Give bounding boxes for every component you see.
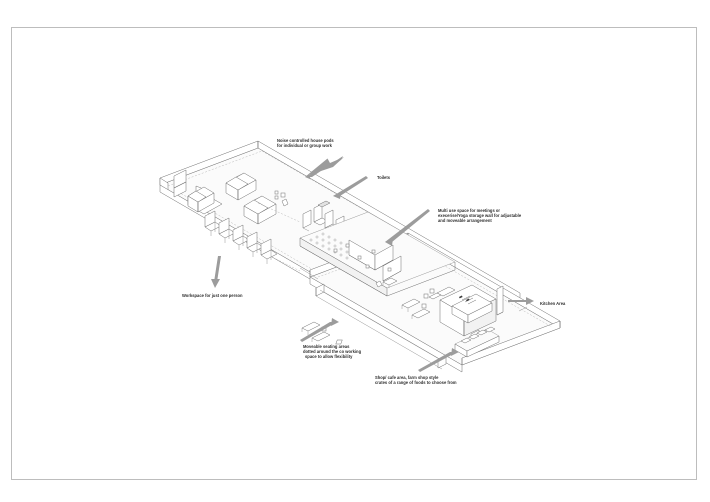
seating-cluster: [401, 298, 431, 319]
left-wall-cabinet: [173, 169, 187, 198]
leader-lines: [257, 202, 301, 272]
arrow-kitchen: [508, 300, 528, 302]
desk-booth: [232, 224, 250, 250]
arrow-moveable-seating: [300, 322, 337, 342]
shop-cafe-crates: [335, 326, 500, 358]
house-pod-1: [187, 185, 223, 215]
desk-booth-row: [204, 210, 278, 264]
arrow-multi-use: [385, 209, 430, 242]
label-toilets: Toilets: [377, 175, 391, 180]
platform-stools: [333, 243, 392, 272]
desk-booth: [260, 238, 278, 264]
house-pod-2: [225, 172, 257, 201]
arrow-workspace: [214, 256, 221, 282]
pod-side-furniture: [274, 190, 289, 207]
arrow-toilets: [333, 176, 368, 196]
annotation-arrows: [211, 156, 534, 372]
arrow-shop-cafe: [418, 352, 457, 372]
kitchen-hob-marks: [458, 295, 477, 305]
label-kitchen-area: Kitchen Area: [540, 301, 566, 306]
multi-use-platform: [299, 211, 456, 297]
desk-booth: [246, 231, 264, 257]
right-partition-wall: [518, 306, 528, 312]
platform-corner-desk: [375, 277, 398, 288]
moveable-seating-clusters: [301, 286, 456, 342]
moveable-partition-panels: [348, 239, 402, 282]
desk-booth: [218, 217, 236, 243]
kitchen-side-stools: [423, 292, 442, 300]
label-single-workspace: Workspace for just one person: [182, 293, 243, 298]
